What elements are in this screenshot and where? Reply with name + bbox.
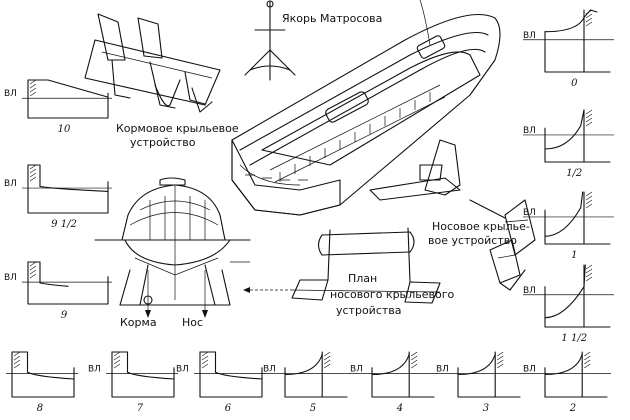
stern-foil-label-line2: устройство — [130, 136, 196, 149]
section-5: ВЛ 10 — [4, 79, 112, 135]
section-number: 5 — [310, 403, 316, 414]
section-number: 1 — [571, 250, 577, 261]
section-3: ВЛ 1 — [523, 191, 614, 261]
section-11: ВЛ 5 — [263, 351, 351, 414]
waterline-label: ВЛ — [523, 126, 536, 136]
anchor-label: Якорь Матросова — [282, 12, 382, 25]
bow-foil-plan — [243, 227, 441, 304]
section-number: 3 — [483, 403, 489, 414]
section-14: ВЛ 2 — [523, 351, 611, 414]
waterline-label: ВЛ — [436, 365, 449, 375]
stern-foil-isometric — [84, 13, 221, 113]
section-number: 9 — [61, 310, 68, 321]
waterline-label: ВЛ — [523, 365, 536, 375]
section-number: 1 1/2 — [561, 333, 587, 344]
stern-label: Корма — [120, 316, 157, 329]
section-number: 6 — [225, 403, 232, 414]
waterline-label: ВЛ — [523, 208, 536, 218]
section-4: ВЛ 1 1/2 — [523, 264, 614, 344]
section-10: ВЛ 6 — [176, 351, 266, 414]
section-6: ВЛ 9 1/2 — [4, 164, 112, 230]
section-8: ВЛ 8 — [0, 351, 78, 414]
matrosov-anchor — [244, 0, 296, 81]
waterline-label: ВЛ — [0, 365, 1, 375]
section-7: ВЛ 9 — [4, 261, 112, 321]
section-number: 4 — [396, 403, 403, 414]
bow-foil-isometric — [469, 199, 536, 291]
section-number: 8 — [37, 403, 43, 414]
waterline-label: ВЛ — [263, 365, 276, 375]
stern-foil-label-line1: Кормовое крыльевое — [116, 122, 239, 135]
waterline-label: ВЛ — [176, 365, 189, 375]
section-13: ВЛ 3 — [436, 351, 524, 414]
roof-hatch-fwd — [416, 35, 446, 59]
roof-hatch-aft — [325, 91, 369, 123]
waterline-label: ВЛ — [4, 273, 17, 283]
bow-strut — [424, 139, 461, 196]
waterline-label: ВЛ — [350, 365, 363, 375]
bow-foil-label-line2: вое устройство — [428, 234, 517, 247]
section-9: ВЛ 7 — [88, 351, 178, 414]
waterline-label: ВЛ — [4, 179, 17, 189]
section-number: 1/2 — [566, 168, 582, 179]
hull-windows — [279, 92, 431, 182]
section-1: ВЛ 0 — [523, 9, 614, 89]
section-number: 2 — [569, 403, 576, 414]
section-number: 7 — [137, 403, 144, 414]
bow-plan-label-line2: носового крыльевого — [330, 288, 455, 301]
bow-plan-label-line3: устройства — [336, 304, 402, 317]
bow-foil-label-line1: Носовое крылье- — [432, 220, 530, 233]
waterline-label: ВЛ — [523, 31, 536, 41]
bow-label: Нос — [182, 316, 203, 329]
bow-plan-label-line1: План — [348, 272, 377, 285]
waterline-label: ВЛ — [4, 89, 17, 99]
section-number: 10 — [58, 124, 71, 135]
waterline-label: ВЛ — [523, 286, 536, 296]
antenna-mast — [419, 0, 431, 46]
section-number: 0 — [571, 78, 578, 89]
section-2: ВЛ 1/2 — [523, 109, 614, 179]
section-number: 9 1/2 — [51, 219, 77, 230]
front-view-body-plan — [94, 177, 251, 318]
waterline-label: ВЛ — [88, 365, 101, 375]
section-12: ВЛ 4 — [350, 351, 438, 414]
hull-isometric — [231, 0, 501, 216]
